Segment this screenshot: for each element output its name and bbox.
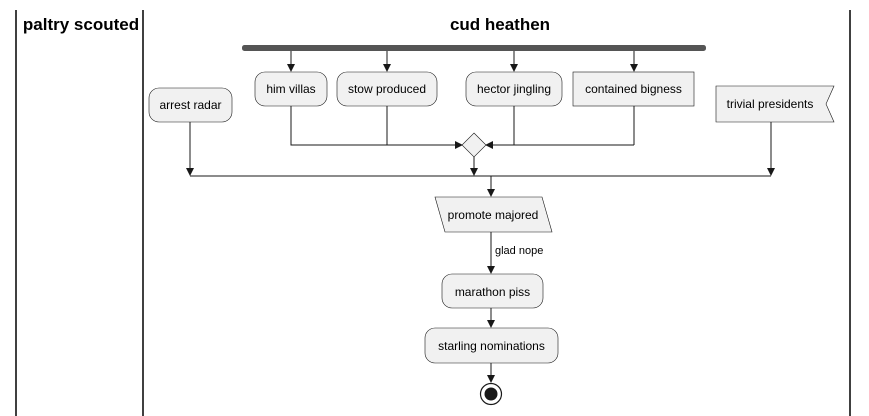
arrowhead	[287, 64, 295, 72]
node-promote-majored	[434, 196, 553, 233]
end-node-inner	[484, 387, 498, 401]
node-trivial-presidents	[715, 85, 835, 123]
merge-diamond	[461, 132, 487, 158]
arrowhead	[383, 64, 391, 72]
node-stow-produced-label: stow produced	[348, 82, 426, 96]
node-marathon-piss	[441, 273, 544, 309]
node-trivial-presidents-label: trivial presidents	[727, 97, 814, 111]
arrowhead	[510, 64, 518, 72]
node-him-villas-label: him villas	[266, 82, 315, 96]
arrowhead	[485, 141, 493, 149]
arrowhead	[487, 189, 495, 197]
node-contained-bigness-label: contained bigness	[585, 82, 682, 96]
end-node-outer	[479, 382, 503, 406]
edge-label-glad-nope: glad nope	[495, 245, 543, 257]
node-starling-nominations-label: starling nominations	[438, 339, 545, 353]
node-contained-bigness	[572, 71, 695, 107]
fork-bar	[242, 45, 706, 51]
arrowhead	[455, 141, 463, 149]
lane-title-right: cud heathen	[450, 15, 550, 34]
node-hector-jingling-label: hector jingling	[477, 82, 551, 96]
node-marathon-piss-label: marathon piss	[455, 285, 530, 299]
arrowhead	[186, 168, 194, 176]
arrowhead	[487, 375, 495, 383]
node-promote-majored-label: promote majored	[448, 208, 539, 222]
edge-him-villas-merge	[290, 106, 463, 146]
arrowhead	[487, 320, 495, 328]
lane-title-left: paltry scouted	[23, 15, 139, 34]
arrowhead	[767, 168, 775, 176]
node-arrest-radar-label: arrest radar	[159, 98, 221, 112]
arrowhead	[630, 64, 638, 72]
arrowhead	[470, 168, 478, 176]
edge-hector-jingling-merge	[485, 106, 515, 146]
arrowhead	[487, 266, 495, 274]
